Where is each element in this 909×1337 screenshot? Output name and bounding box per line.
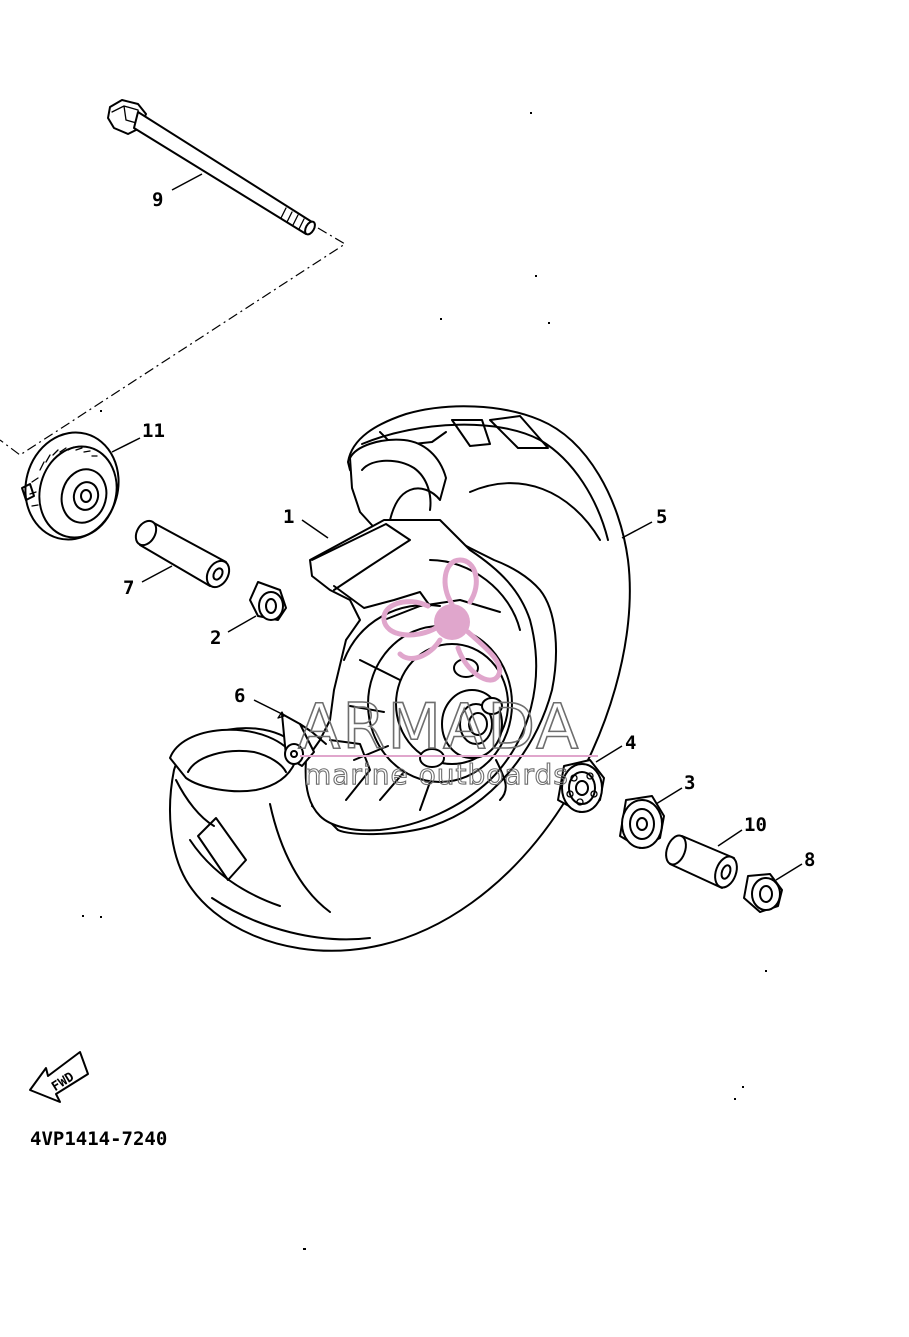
callout-11: 11: [142, 420, 165, 442]
fwd-arrow-icon: FWD: [29, 1051, 89, 1103]
valve-part: [277, 711, 327, 767]
scan-speckles: [82, 112, 767, 1250]
bearing-4-part: [557, 759, 605, 813]
propeller-logo-icon: [381, 557, 503, 683]
callout-3: 3: [684, 772, 695, 794]
callout-10: 10: [744, 814, 767, 836]
gear-unit-part: [21, 431, 120, 541]
collar-left-part: [249, 581, 287, 621]
callout-4: 4: [625, 732, 636, 754]
callout-9: 9: [152, 189, 163, 211]
watermark-tagline: marine outboards: [304, 758, 569, 791]
bearing-3-part: [619, 795, 665, 849]
callout-2: 2: [210, 627, 221, 649]
callout-8: 8: [804, 849, 815, 871]
axle-alignment-line: [0, 227, 347, 456]
callout-1: 1: [283, 506, 294, 528]
leader-lines: [111, 173, 803, 881]
wheel-assembly: [169, 405, 631, 952]
callout-labels: 9 11 1 5 7 2 6 4 3 10 8: [123, 189, 815, 871]
spacer-left-part: [134, 519, 231, 589]
diagram-code: 4VP1414-7240: [30, 1128, 167, 1150]
spacer-right-part: [665, 834, 738, 889]
collar-right-part: [743, 873, 783, 913]
callout-6: 6: [234, 685, 245, 707]
callout-5: 5: [656, 506, 667, 528]
axle-bolt-part: [107, 99, 316, 236]
watermark: ARMADA marine outboards: [297, 557, 598, 792]
watermark-brand: ARMADA: [298, 690, 580, 763]
callout-7: 7: [123, 577, 134, 599]
